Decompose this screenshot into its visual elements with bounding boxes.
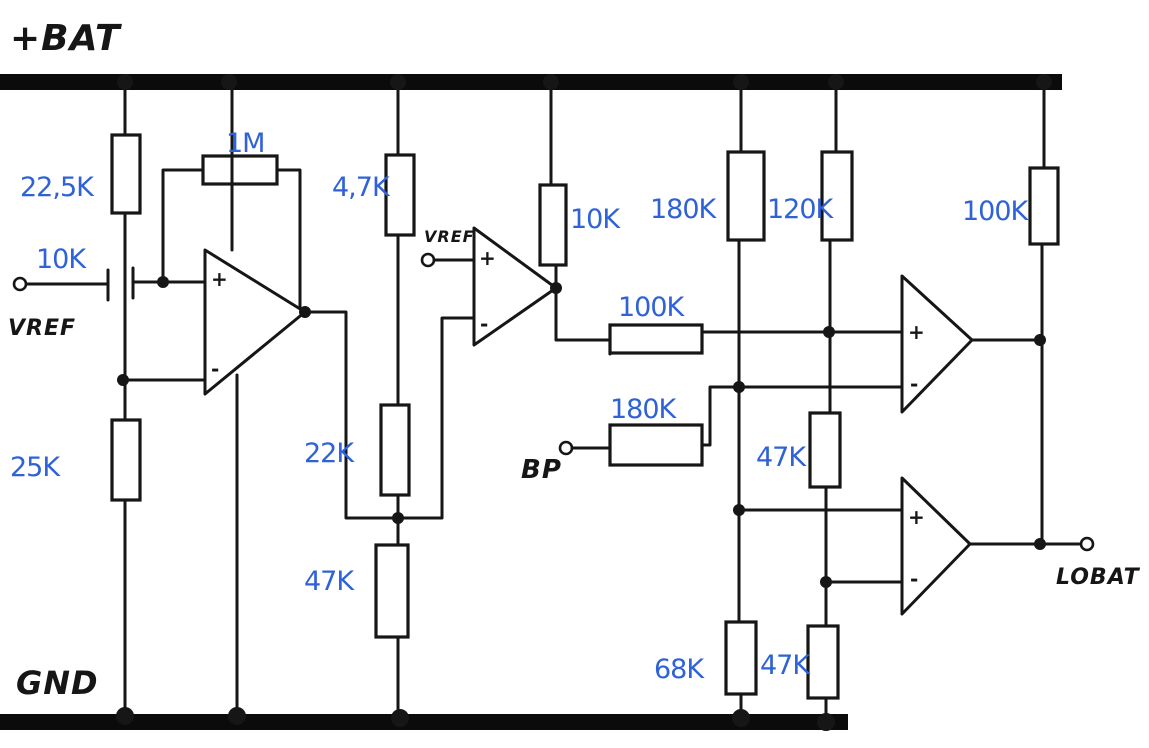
junction-dot (221, 74, 237, 90)
junction-dot (543, 74, 559, 90)
opamp-u1 (203, 248, 307, 396)
wire (303, 310, 400, 520)
resistor-r15-value: 47K (760, 650, 811, 681)
resistor-r1 (110, 133, 142, 215)
wire (161, 168, 205, 284)
wire (275, 168, 302, 314)
resistor-r1-value: 22,5K (20, 172, 95, 203)
junction-dot (299, 306, 311, 318)
junction-dot (1034, 538, 1046, 550)
vref-label-middle: VREF (424, 227, 475, 246)
vref-label-left: VREF (8, 316, 76, 341)
resistor-r4-value: 1M (226, 128, 264, 159)
opamp-u3 (900, 274, 974, 414)
opamp-u1-plus-pin: + (211, 267, 228, 291)
resistor-r13 (808, 411, 842, 489)
junction-dots (116, 74, 1052, 731)
wire (396, 316, 476, 520)
vref-input-terminal (12, 276, 28, 292)
wire (700, 385, 904, 447)
resistor-r13-value: 47K (756, 442, 807, 473)
resistor-r11 (608, 423, 704, 467)
junction-dot (117, 374, 129, 386)
resistor-r14-value: 68K (654, 654, 705, 685)
resistor-r9 (608, 323, 704, 355)
opamp-u3-plus-pin: + (908, 320, 925, 344)
bp-terminal (558, 440, 574, 456)
wire (554, 263, 612, 342)
opamp-u2-plus-pin: + (479, 246, 496, 270)
section-window-comparators: + - + - (558, 80, 1095, 724)
resistor-r10-value: 180K (650, 194, 718, 225)
junction-dot (228, 707, 246, 725)
junction-dot (391, 709, 409, 727)
opamp-u2-minus-pin: - (480, 312, 488, 336)
junction-dot (828, 74, 844, 90)
lobat-label: LOBAT (1056, 565, 1141, 590)
junction-dot (1034, 334, 1046, 346)
resistor-r15 (806, 624, 840, 700)
resistor-r7-value: 47K (304, 566, 355, 597)
opamp-u4 (900, 476, 972, 616)
resistor-r12 (820, 150, 854, 242)
junction-dot (732, 709, 750, 727)
opamp-u4-plus-pin: + (908, 505, 925, 529)
resistor-r12-value: 120K (767, 194, 835, 225)
resistor-r3-value: 25K (10, 452, 61, 483)
junction-dot (392, 512, 404, 524)
junction-dot (390, 74, 406, 90)
resistor-r3 (110, 418, 142, 502)
resistor-r6 (379, 403, 411, 497)
junction-dot (820, 576, 832, 588)
opamp-u4-minus-pin: - (910, 567, 918, 591)
section-reference-amplifier: + - (12, 80, 400, 724)
resistor-r10 (726, 150, 766, 242)
opamp-u1-minus-pin: - (211, 357, 219, 381)
resistor-r2-value: 10K (36, 244, 87, 275)
resistor-r4 (201, 154, 279, 186)
opamp-u2 (472, 226, 558, 347)
junction-dot (117, 74, 133, 90)
resistor-r16-value: 100K (962, 196, 1030, 227)
junction-dot (157, 276, 169, 288)
opamp-u3-minus-pin: - (910, 372, 918, 396)
bp-label: BP (521, 455, 562, 485)
vbat-label: +BAT (10, 18, 122, 59)
resistor-r11-value: 180K (610, 394, 678, 425)
junction-dot (733, 74, 749, 90)
resistor-r9-value: 100K (618, 292, 686, 323)
junction-dot (550, 282, 562, 294)
junction-dot (733, 381, 745, 393)
junction-dot (116, 707, 134, 725)
resistor-r16 (1028, 166, 1060, 246)
resistor-r14 (724, 620, 758, 696)
junction-dot (733, 504, 745, 516)
gnd-label: GND (16, 664, 99, 702)
resistor-r5 (384, 153, 416, 237)
resistor-r5-value: 4,7K (332, 172, 391, 203)
resistor-r8 (538, 183, 568, 267)
junction-dot (823, 326, 835, 338)
junction-dot (1036, 74, 1052, 90)
resistor-r6-value: 22K (304, 438, 355, 469)
junction-dot (817, 713, 835, 731)
resistor-r8-value: 10K (570, 204, 621, 235)
lobat-output-terminal (1079, 536, 1095, 552)
vref-terminal-u2 (420, 252, 436, 268)
resistor-r7 (374, 543, 410, 639)
section-battery-divider: + - (374, 80, 612, 724)
